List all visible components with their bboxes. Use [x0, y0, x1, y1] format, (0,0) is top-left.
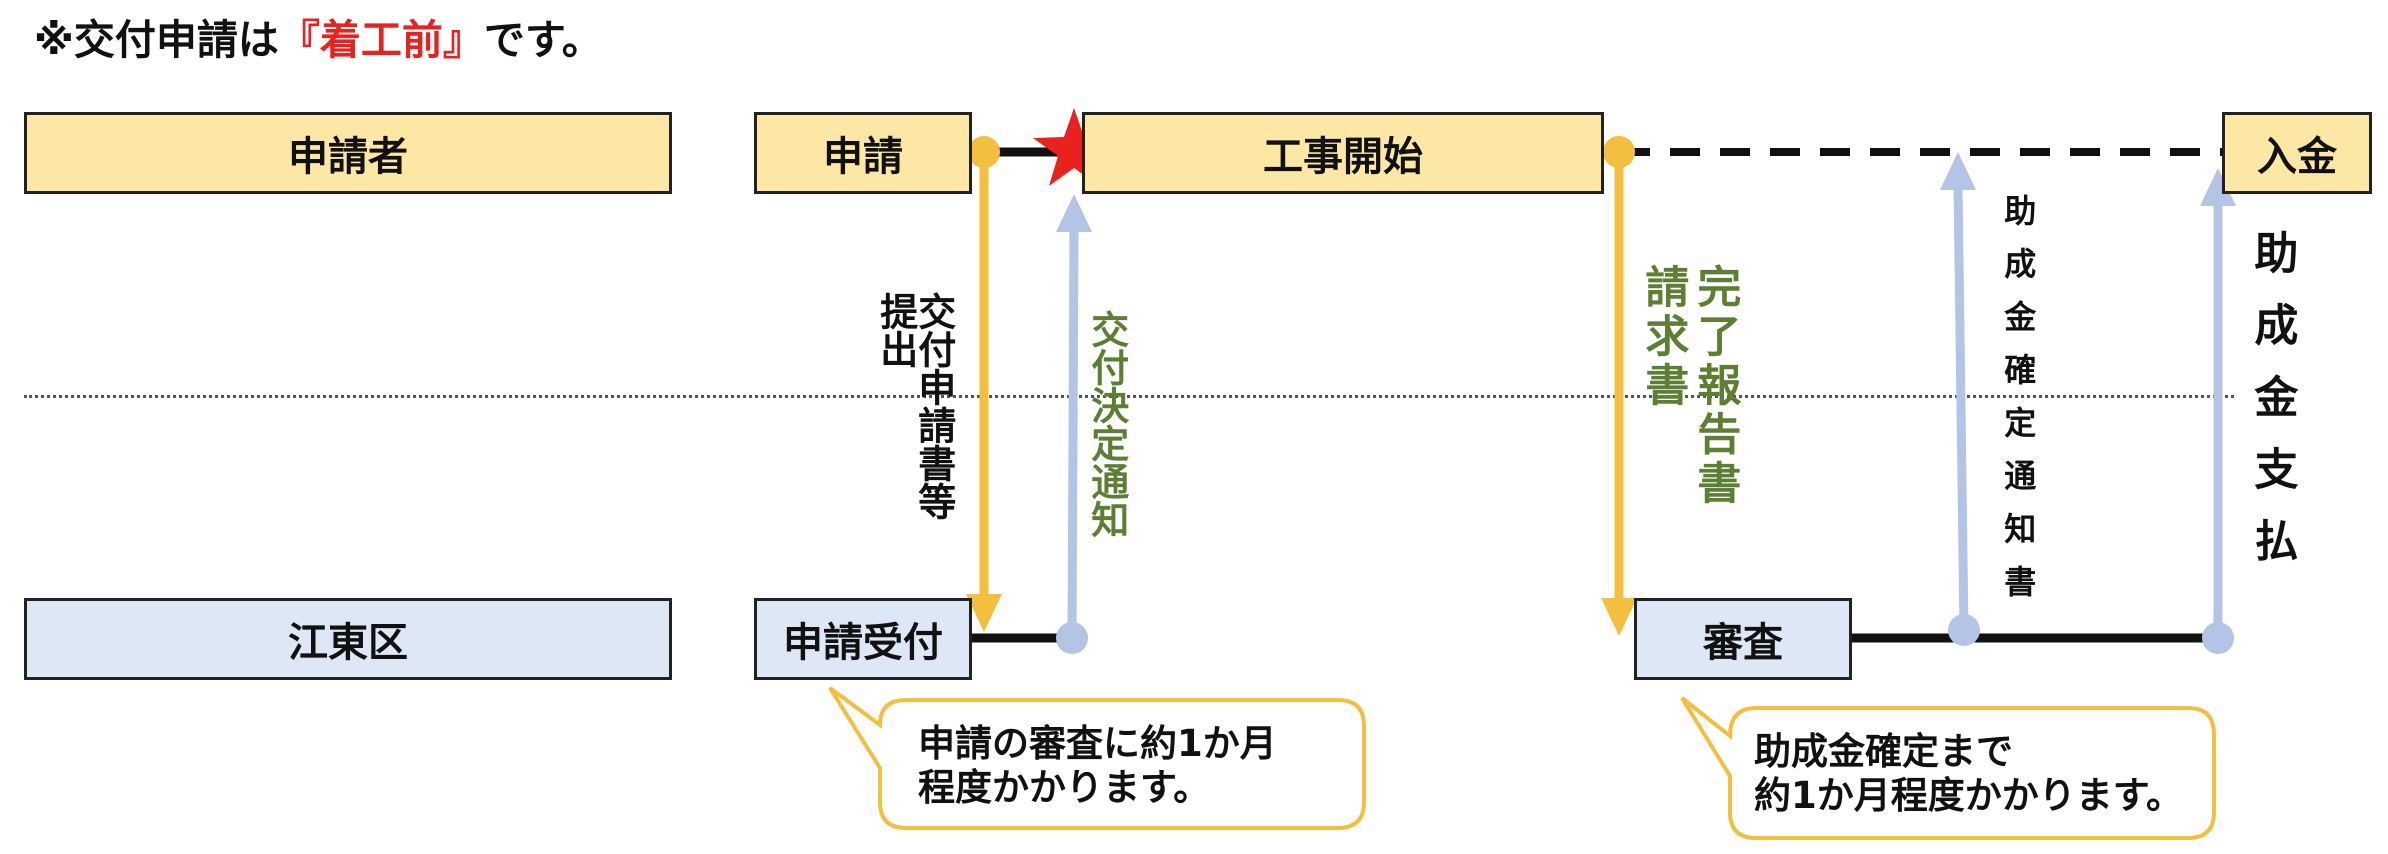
- callout-bubble-grant-confirmation: [1680, 696, 2216, 840]
- note-prefix: ※交付申請は: [34, 16, 279, 64]
- callout-bubble-application-review: [828, 686, 1366, 830]
- arrow-grant-decision-notice: [1056, 194, 1092, 654]
- lane-divider: [24, 395, 2234, 398]
- step-application: 申請: [754, 112, 972, 194]
- step-review: 審査: [1634, 598, 1852, 680]
- label-grant-payment: 助成金支払: [2246, 230, 2298, 590]
- label-submit-verb: 提出: [873, 292, 918, 368]
- label-invoice: 請求書: [1637, 264, 1689, 411]
- note-suffix: です。: [483, 16, 603, 64]
- callout-text-grant-confirmation: 助成金確定まで 約1か月程度かかります。: [1754, 730, 2183, 819]
- label-completion-report: 完了報告書: [1689, 264, 1741, 509]
- lane-applicant: 申請者: [24, 112, 672, 194]
- label-submit-application: 交付申請書等: [911, 292, 956, 520]
- arrow-completion-report: [1601, 136, 1637, 636]
- arrow-submit-application: [966, 136, 1002, 632]
- callout-line: 申請の審査に約1か月: [918, 722, 1277, 765]
- label-grant-decision-notice: 交付決定通知: [1084, 310, 1129, 538]
- star-icon: [1033, 108, 1115, 186]
- step-construction-start: 工事開始: [1082, 112, 1604, 194]
- step-application-receipt: 申請受付: [754, 598, 972, 680]
- callout-line: 程度かかります。: [918, 766, 1211, 810]
- step-payment-received: 入金: [2222, 112, 2372, 194]
- callout-line: 約1か月程度かかります。: [1754, 774, 2184, 818]
- arrow-grant-payment: [2200, 168, 2236, 654]
- callout-line: 助成金確定まで: [1754, 730, 2013, 773]
- note-emphasis: 『着工前』: [278, 16, 484, 64]
- lane-ward: 江東区: [24, 598, 672, 680]
- arrow-grant-confirmation-notice: [1940, 152, 1980, 646]
- label-grant-confirmation-notice: 助成金確定通知書: [1999, 194, 2038, 618]
- precondition-note: ※交付申請は『着工前』です。: [34, 6, 603, 66]
- callout-text-application-review: 申請の審査に約1か月 程度かかります。: [918, 722, 1277, 811]
